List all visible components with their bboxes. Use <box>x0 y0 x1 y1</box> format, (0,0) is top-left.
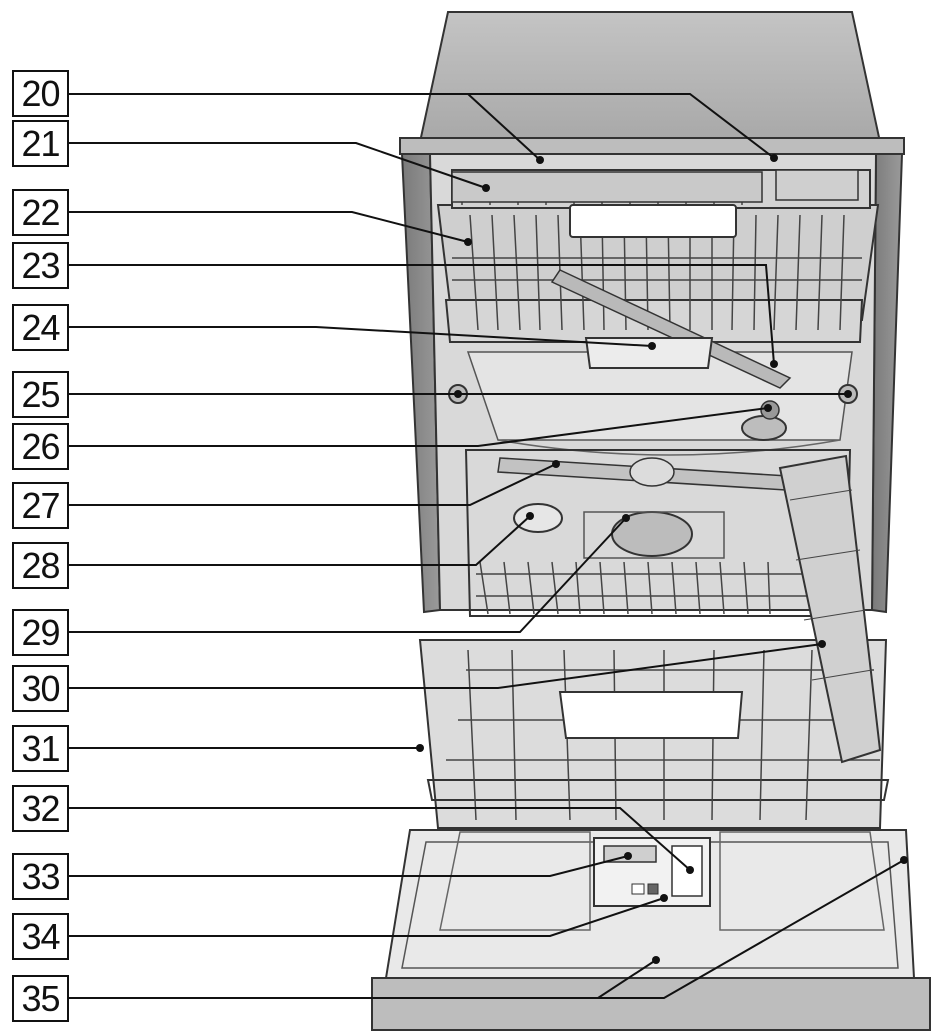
rack-adjuster <box>584 337 714 369</box>
callout-28: 28 <box>12 542 69 589</box>
callout-27: 27 <box>12 482 69 529</box>
upper-spray-arm <box>550 269 792 389</box>
leader-23 <box>69 264 775 365</box>
cutlery-tray <box>451 171 763 203</box>
callout-29: 29 <box>12 609 69 656</box>
callout-34: 34 <box>12 913 69 960</box>
side-tray <box>775 169 859 201</box>
callout-30: 30 <box>12 665 69 712</box>
water-outlet <box>741 415 787 441</box>
callout-33: 33 <box>12 853 69 900</box>
lower-rack-handle <box>558 691 744 739</box>
leader-dots <box>416 154 908 964</box>
callout-20: 20 <box>12 70 69 117</box>
leader-30 <box>69 643 823 689</box>
leader-28 <box>69 515 531 566</box>
leader-35 <box>69 859 905 999</box>
callout-23: 23 <box>12 242 69 289</box>
leader-24 <box>69 326 653 347</box>
callout-31: 31 <box>12 725 69 772</box>
cutlery-basket <box>778 454 882 764</box>
leader-22 <box>69 211 469 243</box>
leader-34 <box>69 897 665 937</box>
callout-21: 21 <box>12 120 69 167</box>
leader-lines <box>69 93 905 999</box>
top-rim <box>399 137 905 155</box>
callout-26: 26 <box>12 423 69 470</box>
leader-20 <box>69 93 775 161</box>
callout-24: 24 <box>12 304 69 351</box>
top-cover <box>418 11 882 143</box>
door-panel <box>371 977 931 1031</box>
upper-rack-handle <box>569 204 737 238</box>
leader-32 <box>69 807 691 871</box>
callout-32: 32 <box>12 785 69 832</box>
callout-35: 35 <box>12 975 69 1022</box>
callout-25: 25 <box>12 371 69 418</box>
leader-27 <box>69 463 557 506</box>
detergent-filter <box>513 503 563 533</box>
leader-26 <box>69 407 769 447</box>
leader-33 <box>69 855 629 877</box>
callout-22: 22 <box>12 189 69 236</box>
leader-21 <box>69 142 487 189</box>
leader-29 <box>69 517 627 633</box>
